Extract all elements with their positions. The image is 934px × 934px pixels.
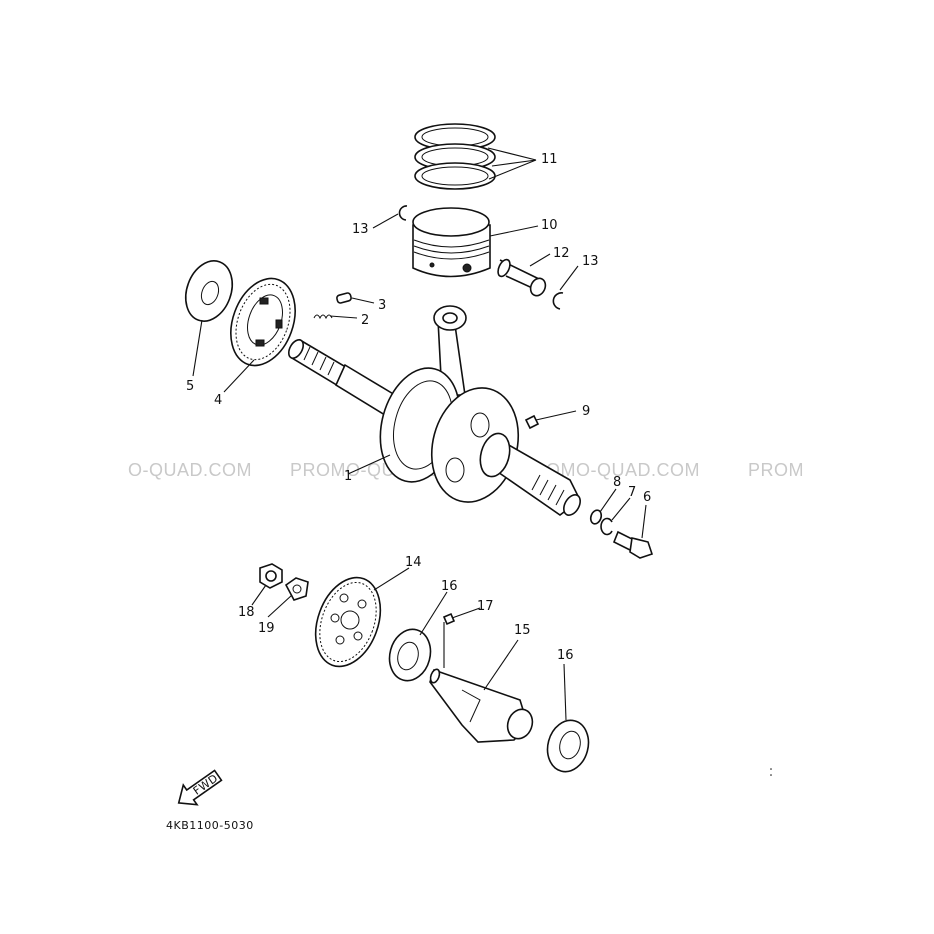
bearings — [388, 628, 590, 773]
callout-2: 2 — [361, 313, 369, 328]
callout-13: 13 — [352, 222, 369, 237]
balancer-gear — [314, 576, 382, 668]
crankshaft — [287, 305, 582, 516]
callout-8: 8 — [613, 475, 621, 490]
callout-10: 10 — [541, 218, 558, 233]
watermark-text: PROM — [748, 460, 804, 480]
callout-16: 16 — [557, 648, 574, 663]
piston-pin — [497, 258, 547, 297]
balancer-shaft — [429, 668, 534, 743]
callout-4: 4 — [214, 393, 222, 408]
callout-3: 3 — [378, 298, 386, 313]
callout-5: 5 — [186, 379, 194, 394]
callout-1: 1 — [344, 469, 352, 484]
callout-11: 11 — [541, 152, 558, 167]
leader-lines — [192, 147, 647, 721]
rotor-gear — [230, 277, 296, 367]
callout-19: 19 — [258, 621, 275, 636]
callout-6: 6 — [643, 490, 651, 505]
piston — [412, 207, 491, 278]
piston-rings — [414, 123, 496, 190]
callout-17: 17 — [477, 599, 494, 614]
callout-14: 14 — [405, 555, 422, 570]
watermark-text: PROMO-QUAD.COM — [520, 460, 700, 480]
callout-12: 12 — [553, 246, 570, 261]
watermark-text: O-QUAD.COM — [128, 460, 252, 480]
callout-16: 16 — [441, 579, 458, 594]
dowel-and-spring — [313, 292, 352, 320]
callout-numbers: 1 2 3 4 5 6 7 8 9 10 11 12 13 13 14 15 1… — [186, 152, 651, 663]
fwd-arrow-icon: FWD — [177, 769, 223, 806]
washer — [184, 260, 234, 322]
nut-and-washer — [259, 563, 309, 601]
callout-9: 9 — [582, 404, 590, 419]
callout-13: 13 — [582, 254, 599, 269]
stray-marks — [770, 768, 772, 776]
callout-18: 18 — [238, 605, 255, 620]
callout-15: 15 — [514, 623, 531, 638]
balancer-key — [442, 612, 456, 626]
woodruff-key — [524, 414, 540, 430]
callout-7: 7 — [628, 485, 636, 500]
bolt-set — [589, 509, 654, 559]
circlips — [398, 205, 564, 310]
reference-code: 4KB1100-5030 — [166, 819, 254, 832]
